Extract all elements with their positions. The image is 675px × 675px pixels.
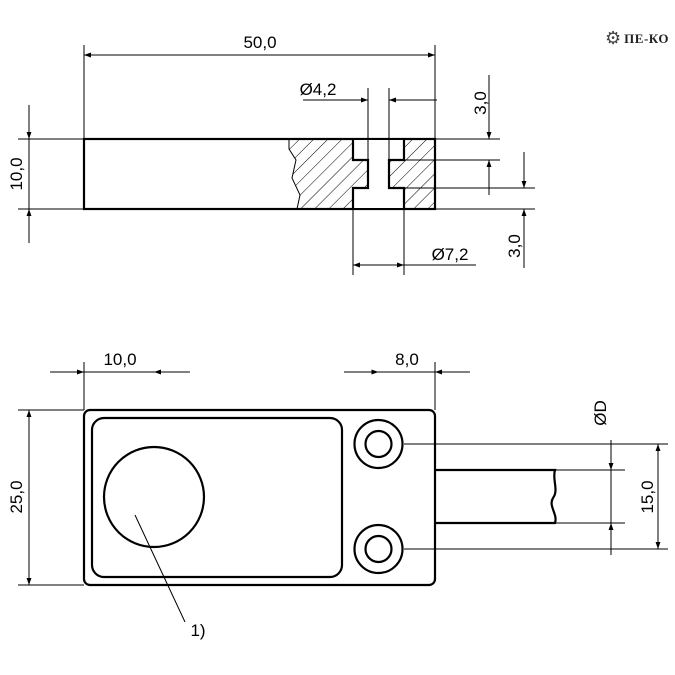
mounting-hole-top-outer [353, 418, 404, 470]
dim-hole-offset-label: 8,0 [395, 350, 419, 369]
sensing-face-note: 1) [190, 621, 205, 640]
note-leader [134, 514, 186, 623]
dim-depth-top-label: 3,0 [471, 91, 490, 115]
mounting-hole-top-inner [364, 429, 393, 459]
dim-depth-bottom-label: 3,0 [505, 234, 524, 258]
dim-hole-spacing-label: 15,0 [638, 480, 657, 513]
dim-height-label: 10,0 [7, 157, 26, 190]
logo-text: ПЕ-КО [624, 31, 669, 46]
dim-counterbore-diameter-label: Ø7,2 [432, 245, 469, 264]
dim-width-label: 25,0 [7, 480, 26, 513]
manufacturer-logo: ⚙ ПЕ-КО [605, 30, 669, 48]
dim-cable-diameter-label: ØD [591, 400, 610, 426]
side-view: 50,0 10,0 Ø4,2 Ø7,2 3,0 3,0 [7, 33, 535, 275]
dim-sensor-offset-label: 10,0 [103, 350, 136, 369]
mounting-hole-bottom-outer [353, 523, 404, 575]
hole-left-wall [351, 139, 370, 209]
break-line [288, 139, 301, 210]
sensing-face [90, 416, 344, 579]
mounting-hole-bottom-inner [364, 534, 393, 564]
dim-length-label: 50,0 [243, 33, 276, 52]
dim-hole-diameter-label: Ø4,2 [300, 80, 337, 99]
hole-right-wall [387, 139, 406, 209]
body-front-outline [82, 408, 437, 587]
front-view: 10,0 8,0 25,0 ØD 15,0 1) [7, 350, 668, 640]
cable [435, 468, 557, 525]
gear-icon: ⚙ [605, 28, 622, 49]
sensor-circle [102, 445, 206, 549]
